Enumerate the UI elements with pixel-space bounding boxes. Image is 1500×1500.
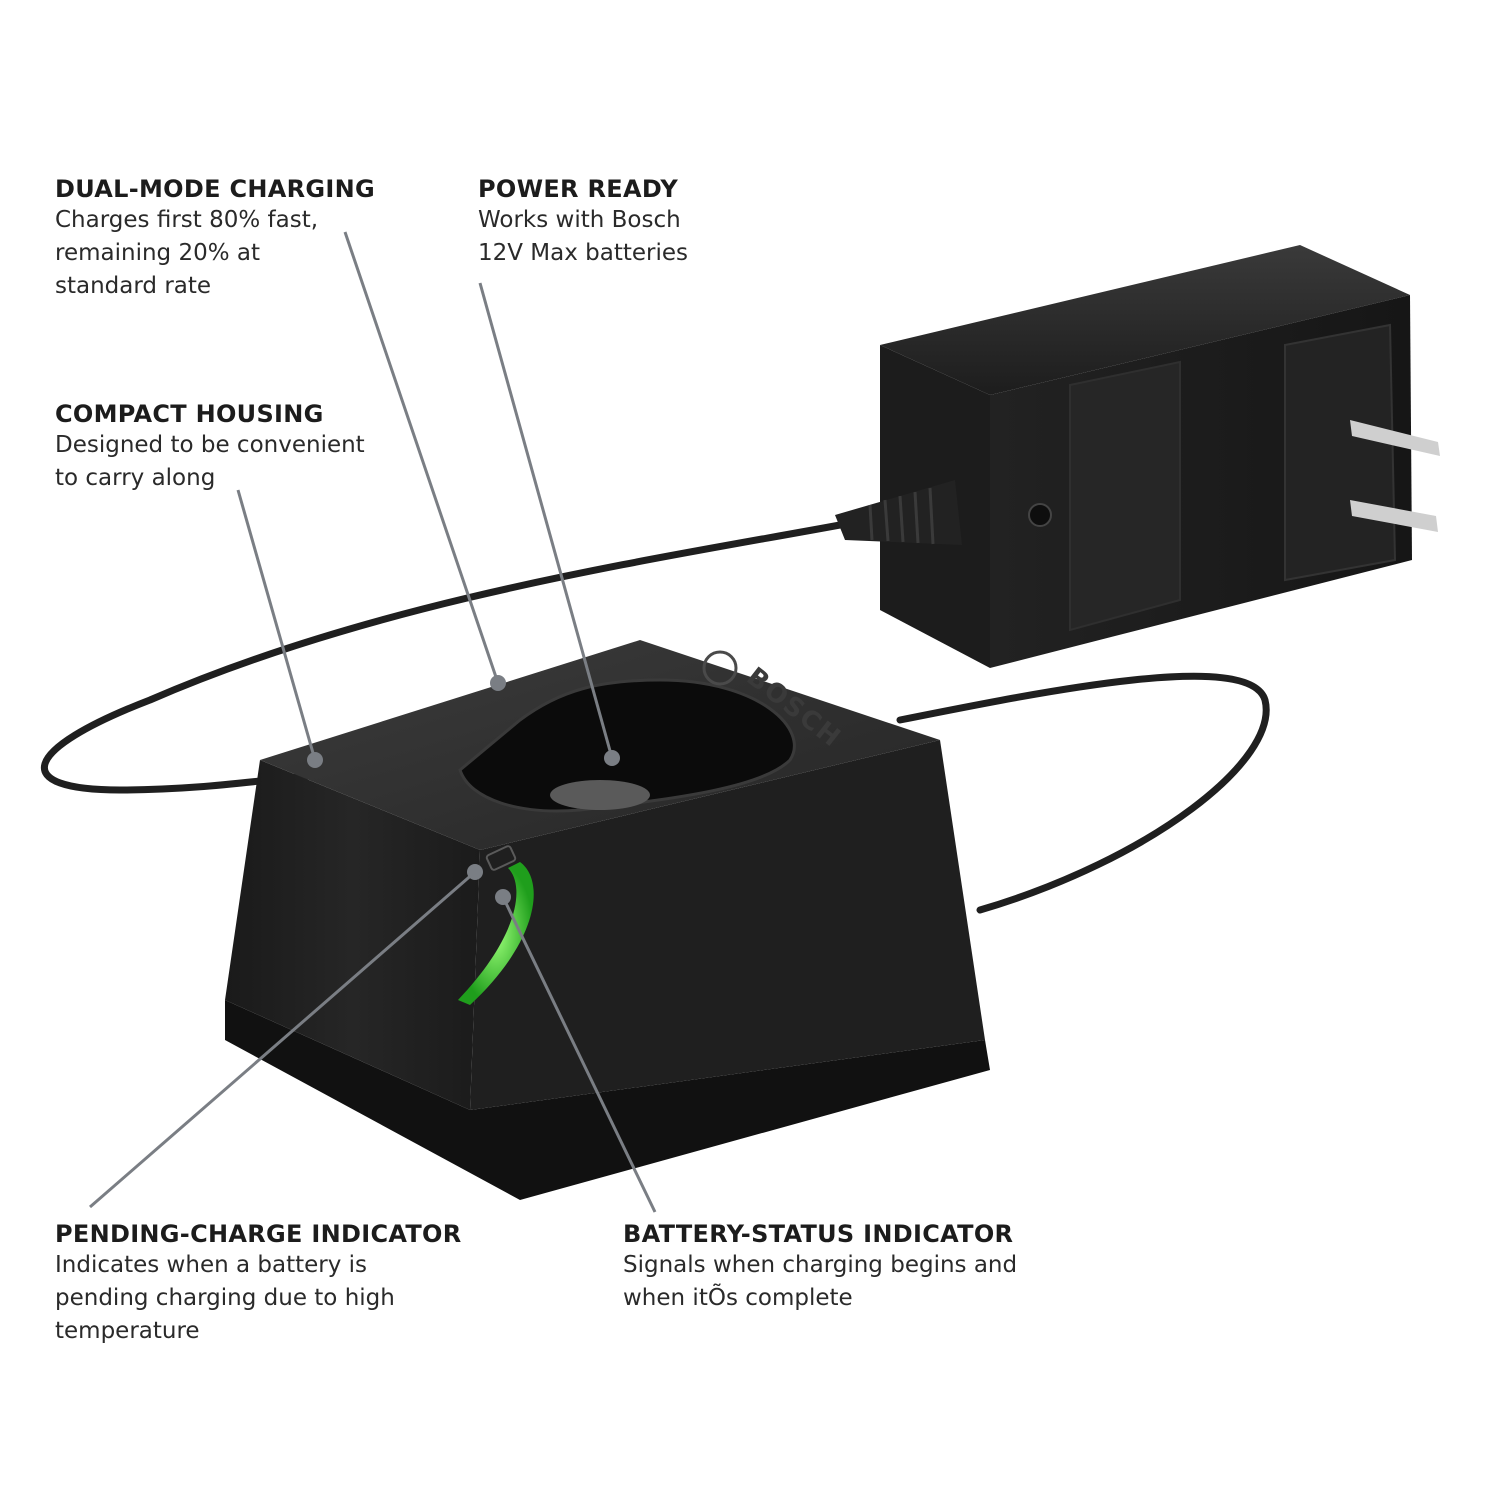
power-cable [40,521,1270,914]
status-led [458,862,534,1005]
callout-line: Works with Bosch [478,207,681,233]
callout-description: Works with Bosch 12V Max batteries [478,204,688,270]
callout-line: pending charging due to high [55,1285,395,1311]
callout-title: POWER READY [478,175,678,203]
callout-power-ready: POWER READY Works with Bosch 12V Max bat… [478,174,688,270]
callout-line: Designed to be convenient [55,432,365,458]
compact-housing-marker-dot [307,752,323,768]
callout-title: DUAL-MODE CHARGING [55,175,376,203]
battery-status-marker-dot [495,889,511,905]
callout-pending-charge-indicator: PENDING-CHARGE INDICATOR Indicates when … [55,1219,462,1348]
callout-line: when itÕs complete [623,1285,853,1311]
callout-description: Indicates when a battery is pending char… [55,1249,462,1348]
charger-base: BOSCH [225,640,990,1200]
callout-title: PENDING-CHARGE INDICATOR [55,1220,462,1248]
callout-dual-mode-charging: DUAL-MODE CHARGING Charges first 80% fas… [55,174,375,303]
leader-lines [89,231,657,1213]
callout-line: standard rate [55,273,212,299]
pending-charge-marker-dot [467,864,483,880]
callout-line: remaining 20% at [55,240,260,266]
callout-title: BATTERY-STATUS INDICATOR [623,1220,1014,1248]
callout-line: Signals when charging begins and [623,1252,1018,1278]
callout-title: COMPACT HOUSING [55,400,324,428]
callout-compact-housing: COMPACT HOUSING Designed to be convenien… [55,399,365,495]
callout-line: Indicates when a battery is [55,1252,368,1278]
callout-description: Designed to be convenient to carry along [55,429,365,495]
callout-line: temperature [55,1318,200,1344]
thermometer-icon [485,845,517,871]
callout-line: Charges first 80% fast, [55,207,319,233]
wall-adapter [835,245,1440,668]
callout-description: Charges first 80% fast, remaining 20% at… [55,204,375,303]
callout-line: to carry along [55,465,216,491]
callout-line: 12V Max batteries [478,240,689,266]
callout-battery-status-indicator: BATTERY-STATUS INDICATOR Signals when ch… [623,1219,1017,1315]
power-ready-marker-dot [604,750,620,766]
dual-mode-marker-dot [490,675,506,691]
callout-description: Signals when charging begins and when it… [623,1249,1017,1315]
